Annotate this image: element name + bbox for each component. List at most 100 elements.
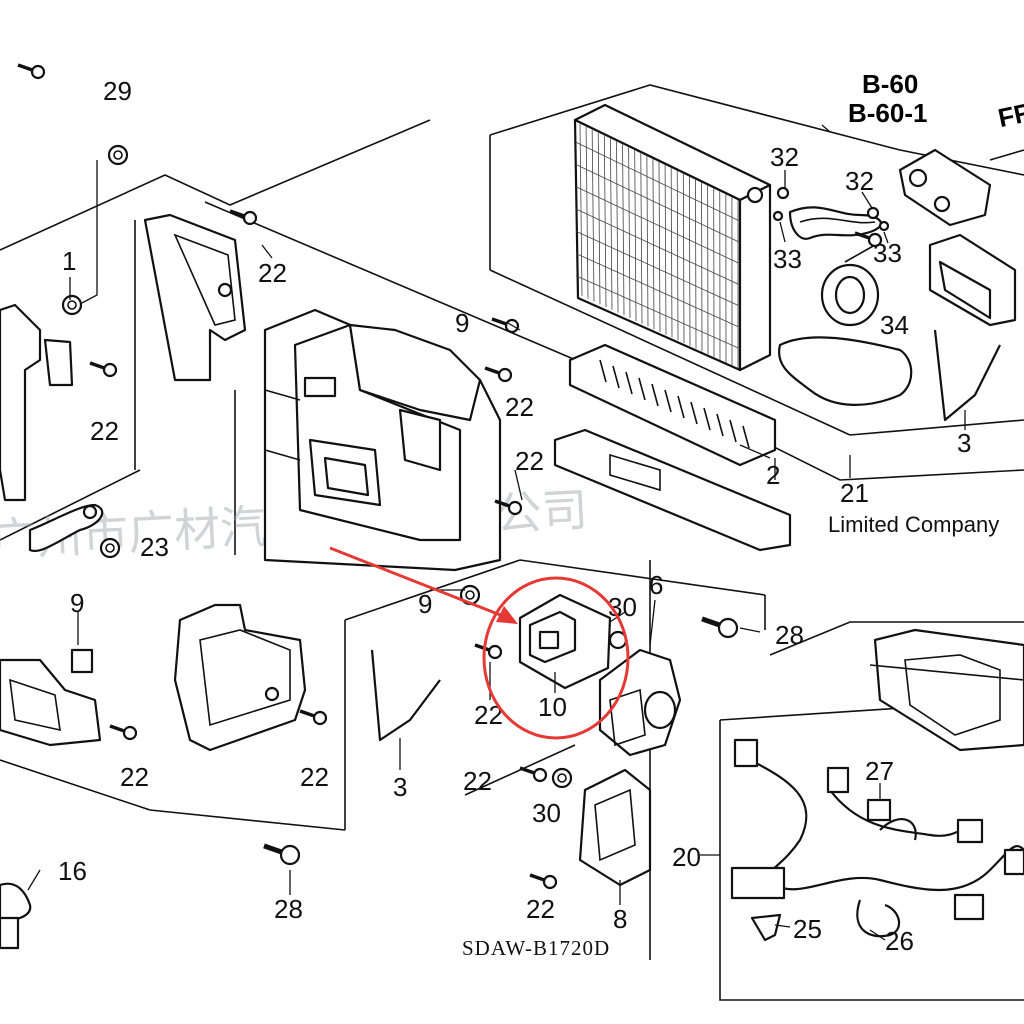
highlight-arrow-head xyxy=(496,606,518,624)
tube-line xyxy=(575,208,741,286)
fin-line xyxy=(616,141,619,313)
callout-16: 16 xyxy=(58,856,87,886)
tube-line xyxy=(575,253,741,328)
tube-line xyxy=(575,186,741,265)
callout-10: 10 xyxy=(538,692,567,722)
screws xyxy=(17,63,883,890)
insulation-pad xyxy=(777,336,913,406)
left-lower-duct xyxy=(0,648,102,747)
wire-clip-3-right xyxy=(933,329,1001,422)
callout-numbers: 29 1 22 22 9 22 22 23 32 32 33 33 34 3 2… xyxy=(58,76,971,956)
assembly-frame-lines xyxy=(0,84,1024,1001)
screw-fastener xyxy=(299,709,328,726)
fin-line xyxy=(640,153,643,324)
fin-line xyxy=(658,161,661,333)
callout-6: 6 xyxy=(649,570,663,600)
callout-22-h: 22 xyxy=(463,766,492,796)
blower-housing xyxy=(263,308,502,572)
screw-fastener xyxy=(229,209,258,226)
drawing-code: SDAW-B1720D xyxy=(462,936,610,960)
callout-1: 1 xyxy=(62,246,76,276)
cover-fin xyxy=(677,395,685,419)
blower-resistor xyxy=(518,593,628,690)
nut-fastener xyxy=(107,144,129,166)
fin-line xyxy=(579,123,583,297)
callout-29: 29 xyxy=(103,76,132,106)
tube-line xyxy=(575,164,741,243)
fin-line xyxy=(603,135,607,308)
screw-fastener xyxy=(854,231,883,248)
front-arrow-label: FR xyxy=(995,97,1024,134)
lower-center-duct xyxy=(173,603,307,752)
callout-30-b: 30 xyxy=(532,798,561,828)
cover-fin xyxy=(716,413,724,437)
screw-fastener xyxy=(474,643,503,660)
fin-line xyxy=(676,170,679,341)
callout-27: 27 xyxy=(865,756,894,786)
screw-fastener xyxy=(109,724,138,741)
callout-2: 2 xyxy=(766,460,780,490)
callout-22-d: 22 xyxy=(515,446,544,476)
nut-fastener xyxy=(61,294,83,316)
screw-fastener xyxy=(529,873,558,890)
callout-9-a: 9 xyxy=(455,308,469,338)
bolt-fastener xyxy=(263,843,301,866)
tube-line xyxy=(575,275,741,350)
fin-line xyxy=(597,132,601,305)
fin-line xyxy=(646,156,649,327)
cover-fin xyxy=(664,389,672,413)
page-references: B-60 B-60-1 FR xyxy=(848,69,1024,133)
company-banner-text: Limited Company xyxy=(828,512,1000,537)
highlight-arrow-line xyxy=(329,546,509,620)
callout-22-a: 22 xyxy=(258,258,287,288)
air-guide-bracket xyxy=(143,213,247,382)
callout-25: 25 xyxy=(793,914,822,944)
callout-22-g: 22 xyxy=(300,762,329,792)
cover-fin xyxy=(703,407,711,431)
callout-32-b: 32 xyxy=(845,166,874,196)
fin-line xyxy=(634,150,637,321)
callout-22-b: 22 xyxy=(90,416,119,446)
fin-line xyxy=(609,138,613,310)
callout-26: 26 xyxy=(885,926,914,956)
callout-28-b: 28 xyxy=(274,894,303,924)
nut-fastener xyxy=(99,537,121,559)
callout-8: 8 xyxy=(613,904,627,934)
ref-b60-1: B-60-1 xyxy=(848,98,927,128)
actuator-motor-6 xyxy=(598,648,682,757)
fin-line xyxy=(591,129,595,302)
tube-line xyxy=(575,141,741,222)
screw-fastener xyxy=(484,366,513,383)
callout-22-i: 22 xyxy=(526,894,555,924)
callout-22-f: 22 xyxy=(120,762,149,792)
callout-20: 20 xyxy=(672,842,701,872)
expansion-tubes xyxy=(772,186,890,240)
company-banner: Limited Company xyxy=(820,503,1024,547)
seal-34 xyxy=(820,244,880,327)
grommet-16 xyxy=(0,882,32,950)
cover-fin xyxy=(612,365,620,389)
ref-b60: B-60 xyxy=(862,69,918,99)
cover-fin xyxy=(599,359,607,383)
callout-33-b: 33 xyxy=(873,238,902,268)
foam-block xyxy=(928,233,1017,327)
callout-3-right: 3 xyxy=(957,428,971,458)
cover-fin xyxy=(638,377,646,401)
bolt-fastener xyxy=(701,616,739,639)
fin-line xyxy=(670,167,673,338)
highlight-circle xyxy=(482,576,630,740)
fin-line xyxy=(688,176,691,346)
callout-34: 34 xyxy=(880,310,909,340)
left-mode-link xyxy=(0,303,104,553)
evaporator-cover xyxy=(553,343,792,552)
evaporator-core xyxy=(573,103,772,372)
expansion-valve xyxy=(898,148,1024,227)
wire-harness-inset xyxy=(730,738,1024,942)
tube-line xyxy=(575,230,741,307)
screw-fastener xyxy=(17,63,46,80)
assembled-unit-inset xyxy=(869,628,1024,752)
screw-fastener xyxy=(494,499,523,516)
cover-fin xyxy=(729,419,737,443)
actuator-motor-8 xyxy=(578,768,652,887)
cover-fin xyxy=(690,401,698,425)
